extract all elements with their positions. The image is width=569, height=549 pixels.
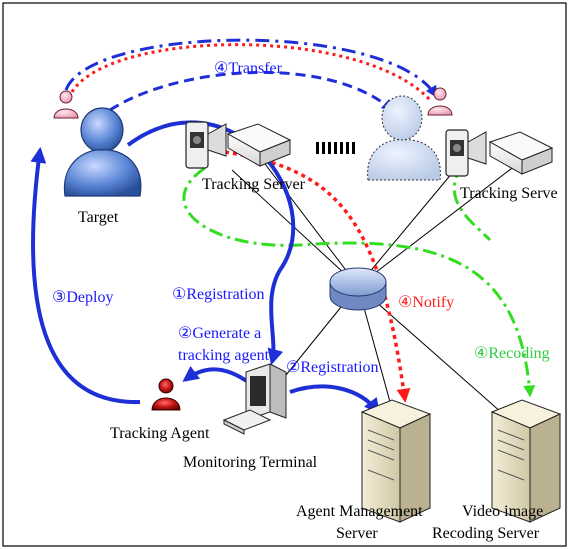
tracking-agent-label: Tracking Agent [110,425,210,442]
camera-icon [185,121,227,169]
red-dotted-arc [70,43,432,102]
tracking-server-2-label: Tracking Serve [460,185,558,202]
server-box-icon [226,123,292,167]
agent-management-server-icon [360,399,432,523]
target-person-icon [63,107,142,197]
registration-1-label: ①Registration [172,286,265,303]
camera-icon [445,129,487,177]
target-to-ghost-arrow [109,71,394,112]
notify-label: ④Notify [398,294,454,311]
agent-management-label-line2: Server [336,525,378,542]
person-icon [427,87,453,116]
video-recoding-server-icon [490,399,562,523]
tracking-agent-icon [151,378,181,411]
generate-label-line1: ②Generate a [178,325,261,342]
generate-label-line2: tracking agent [178,347,270,364]
transfer-label: ④Transfer [214,60,283,77]
server-box-icon [488,131,554,175]
recoding-arrow [182,166,536,398]
agent-management-label-line1: Agent Management [296,503,423,520]
generate-arrow [182,365,250,384]
recoding-label: ④Recoding [474,345,550,362]
registration-2-label: ②Registration [286,359,379,376]
monitoring-terminal-label: Monitoring Terminal [183,454,318,471]
video-recoding-label-line2: Recoding Server [432,525,540,542]
router-icon [329,267,387,311]
registration-2-arrow [289,384,380,415]
ellipsis-marks [316,142,355,154]
ghost-person-icon [367,95,441,181]
target-label: Target [78,209,119,226]
video-recoding-label-line1: Video image [462,503,543,520]
transfer-arrow [64,38,438,99]
workstation-icon [222,363,287,435]
tracking-server-1-label: Tracking Server [202,176,306,193]
person-icon [53,90,79,119]
deploy-arrow [30,146,141,405]
deploy-label: ③Deploy [52,289,113,306]
